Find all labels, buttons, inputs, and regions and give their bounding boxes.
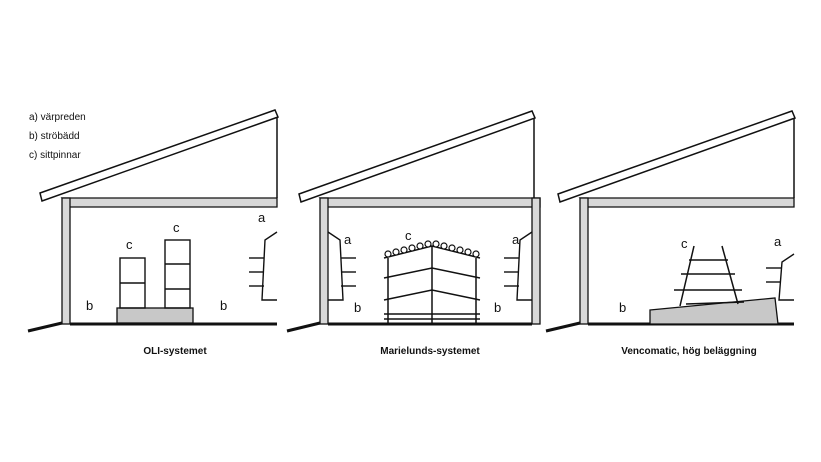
ground <box>27 321 63 333</box>
legend-item-c: c) sittpinnar <box>29 150 81 161</box>
right-wall <box>531 197 541 325</box>
left-wall <box>319 197 329 325</box>
ceiling <box>318 197 541 208</box>
label-c-2: c <box>173 220 180 235</box>
caption-marielunds: Marielunds-systemet <box>380 346 480 357</box>
caption-oli: OLI-systemet <box>143 346 207 357</box>
nest-box <box>249 231 278 301</box>
ceiling <box>578 197 795 208</box>
perch-rack-1 <box>119 257 146 309</box>
label-a: a <box>258 210 266 225</box>
perch-rack-2 <box>164 239 191 309</box>
nest-box <box>766 253 795 301</box>
ceiling <box>60 197 278 208</box>
label-b-1: b <box>86 298 93 313</box>
label-b-1: b <box>354 300 361 315</box>
slatted-floor <box>649 297 779 325</box>
label-c: c <box>405 228 412 243</box>
ground <box>286 321 321 333</box>
label-a: a <box>774 234 782 249</box>
a-frame-perch <box>674 245 745 307</box>
label-a-1: a <box>344 232 352 247</box>
legend: a) värpreden b) ströbädd c) sittpinnar <box>29 108 86 165</box>
legend-item-b: b) ströbädd <box>29 131 80 142</box>
roof <box>557 110 797 203</box>
label-c: c <box>681 236 688 251</box>
left-wall <box>61 197 71 325</box>
roof <box>298 110 537 203</box>
nest-box-left <box>327 231 356 301</box>
label-c-1: c <box>126 237 133 252</box>
perch-row <box>384 240 480 258</box>
panel-marielunds: a a c b b Marielunds-systemet <box>286 110 541 357</box>
ground <box>545 321 581 333</box>
legend-item-a: a) värpreden <box>29 112 86 123</box>
nest-box-right <box>504 231 533 301</box>
label-a-2: a <box>512 232 520 247</box>
label-b: b <box>619 300 626 315</box>
aviary-structure <box>383 245 481 324</box>
roof <box>39 109 280 202</box>
label-b-2: b <box>220 298 227 313</box>
caption-vencomatic: Vencomatic, hög beläggning <box>621 346 757 357</box>
left-wall <box>579 197 589 325</box>
panel-oli: a c c b b OLI-systemet <box>27 109 280 357</box>
perch-base <box>116 307 194 324</box>
label-b-2: b <box>494 300 501 315</box>
panel-vencomatic: c a b Vencomatic, hög beläggning <box>545 110 797 357</box>
